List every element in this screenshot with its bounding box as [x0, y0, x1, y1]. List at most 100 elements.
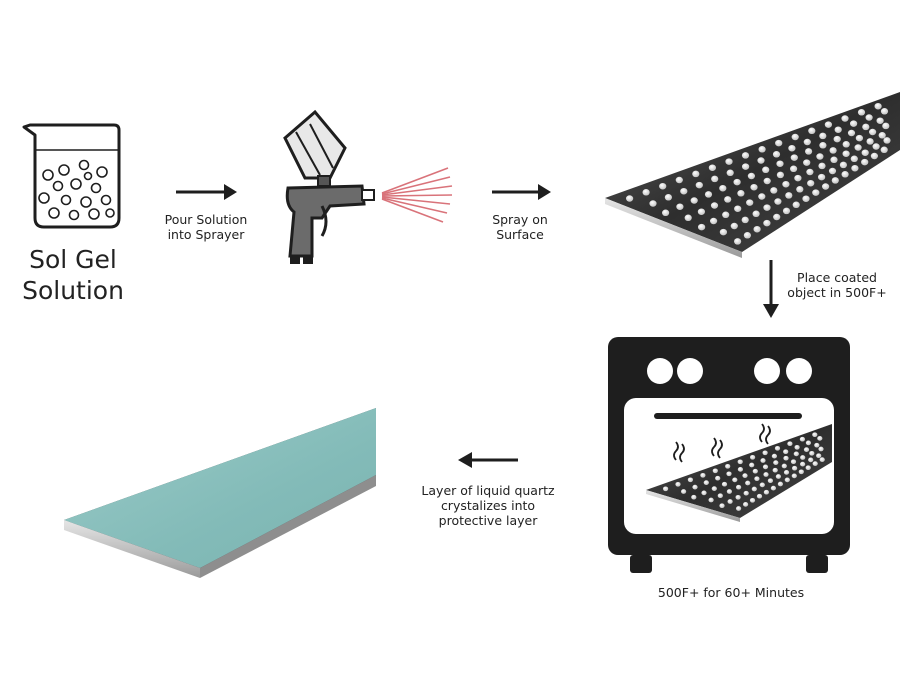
plate-hole [783, 455, 789, 461]
plate-hole [878, 132, 886, 139]
plate-hole [712, 468, 718, 474]
plate-hole [776, 171, 785, 179]
plate-hole [790, 165, 798, 173]
plate-hole [841, 171, 849, 178]
plate-hole [681, 489, 687, 494]
plate-hole [756, 493, 763, 499]
plate-hole [675, 176, 683, 184]
plate-hole [814, 442, 820, 448]
plate-hole [710, 202, 719, 209]
plate-holes [626, 102, 891, 245]
plate-hole [664, 194, 673, 201]
plate-hole [830, 156, 838, 164]
step-spray-line-2: Surface [496, 227, 544, 242]
plate-hole [805, 465, 811, 471]
plate-hole [862, 123, 870, 131]
plate-hole [747, 172, 756, 180]
plate-hole [698, 223, 706, 231]
plate-hole [753, 225, 761, 233]
plate-hole [759, 482, 765, 488]
plate-hole [790, 154, 798, 161]
plate-hole [796, 186, 804, 193]
plate-hole [732, 477, 738, 483]
plate-hole [676, 203, 684, 210]
plate-hole [847, 129, 856, 137]
plate-hole [850, 120, 858, 127]
plate-hole [684, 214, 692, 222]
plate-hole [819, 457, 825, 462]
step-place-label: Place coated object in 500F+ [782, 270, 892, 300]
plate-hole [798, 469, 804, 475]
plate-hole [726, 489, 733, 494]
plate-hole [866, 138, 874, 145]
plate-hole [788, 144, 796, 152]
beaker-icon [22, 123, 121, 229]
plate-hole [799, 436, 806, 442]
plate-hole [787, 441, 793, 447]
plate-hole [812, 461, 818, 466]
plate-hole [725, 463, 731, 469]
plate-hole [736, 506, 742, 511]
plate-hole [710, 217, 718, 225]
plate-hole [659, 182, 667, 190]
plate-hole [783, 449, 789, 455]
plate-hole [763, 177, 771, 185]
plate-hole [808, 127, 816, 135]
plate-hole [750, 183, 758, 191]
plate-hole [794, 174, 802, 182]
plate-hole [819, 132, 827, 140]
plate-hole [770, 187, 778, 194]
plate-hole [721, 481, 728, 487]
step-place-line-1: Place coated [797, 270, 877, 285]
spray-mist [381, 167, 453, 223]
oven-plate-holes [663, 432, 825, 511]
plate-hole [803, 159, 811, 166]
plate-hole [792, 465, 798, 471]
plate-hole [874, 102, 882, 110]
plate-hole [777, 481, 784, 487]
plate-hole [775, 139, 783, 147]
plate-hole [736, 484, 742, 490]
plate-hole [806, 168, 814, 176]
plate-hole [750, 454, 756, 460]
plate-hole [760, 458, 766, 463]
plate-hole [741, 216, 749, 224]
plate-hole [663, 486, 669, 492]
plate-hole [782, 207, 791, 215]
arrow-right-icon [176, 184, 237, 200]
plate-hole [818, 173, 826, 181]
title-line-2: Solution [22, 276, 124, 305]
plate-hole [851, 164, 859, 172]
plate-hole [724, 196, 732, 203]
plate-hole [763, 489, 770, 495]
plate-hole [831, 177, 839, 184]
plate-hole [785, 192, 793, 199]
plate-hole [770, 485, 777, 491]
plate-hole [737, 459, 743, 465]
plate-hole [883, 137, 891, 144]
plate-hole [762, 166, 770, 174]
plate-hole [794, 444, 800, 450]
plate-hole [775, 474, 782, 479]
plate-hole [861, 158, 869, 166]
beaker-bubbles [38, 159, 115, 221]
plate-hole [719, 228, 728, 236]
plate-hole [717, 493, 723, 499]
title-sol-gel: Sol Gel Solution [8, 244, 138, 306]
plate-hole [715, 475, 721, 481]
step-place-line-2: object in 500F+ [787, 285, 887, 300]
plate-hole [854, 144, 862, 151]
plate-hole [781, 463, 787, 469]
plate-hole [833, 135, 841, 143]
plate-hole [791, 473, 797, 479]
plate-hole [700, 472, 706, 478]
plate-hole [767, 478, 774, 484]
oven-icon [608, 337, 850, 573]
plate-hole [808, 457, 814, 463]
plate-hole [771, 453, 778, 459]
plate-hole [692, 484, 698, 490]
plate-hole [742, 163, 750, 170]
plate-hole [726, 471, 732, 477]
plate-hole [869, 128, 877, 136]
